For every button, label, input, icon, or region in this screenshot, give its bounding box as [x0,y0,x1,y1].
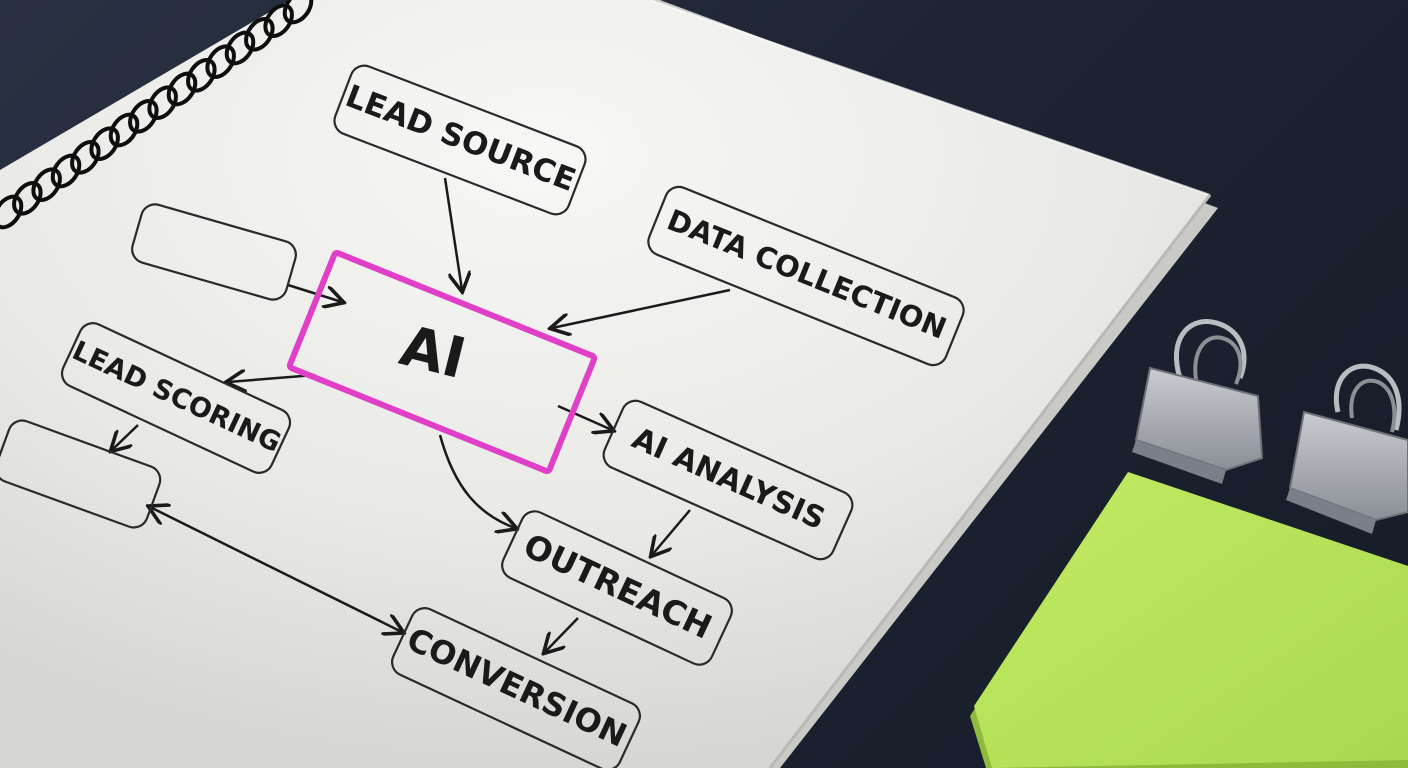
arrow-ai-analysis-to-outreach [652,509,691,555]
node-lead-scoring-box [60,322,292,474]
node-empty-box-bottom [0,419,162,529]
spiral-ring [166,71,198,107]
binder-clip-right [1286,363,1408,534]
binder-clip-left [1132,319,1264,484]
spiral-ring [128,99,159,134]
arrow-data-collection-to-ai [552,288,731,328]
node-conversion-box [391,607,641,768]
connectors [112,177,731,652]
arrow-outreach-to-conversion [545,617,579,652]
spiral-ring [108,112,140,148]
spiral-ring [205,44,236,79]
spiral-ring [89,126,120,161]
spiral-ring [50,153,82,189]
node-boxes [0,64,965,768]
spiral-ring [31,167,62,202]
node-ai-analysis-box [602,399,854,561]
spiral-ring [70,140,101,175]
spiral-ring [244,17,275,52]
node-data-collection-box [647,185,965,367]
spiral-ring [186,58,217,93]
spiral-binding [0,0,314,230]
node-lead-source-box [333,64,587,216]
node-outreach-box [501,510,733,666]
arrow-ai-to-lead-scoring [228,375,316,382]
sticky-note-pad [970,472,1408,768]
node-empty-box-top [131,203,297,301]
arrow-lead-scoring-down [112,424,139,450]
spiral-ring [147,85,178,120]
arrow-empty-box-to-ai [287,283,342,302]
arrow-conversion-bidirectional [150,507,402,632]
spiral-ring [224,30,256,66]
label-ai: AI [394,313,472,392]
spiral-ring [282,0,314,25]
arrow-lead-source-to-ai [443,177,462,290]
node-ai-box [286,249,598,475]
spiral-ring [12,181,43,216]
spiral-ring [0,194,24,230]
arrow-ai-to-outreach [438,434,515,528]
spiral-ring [263,3,294,38]
arrow-ai-to-ai-analysis [557,404,612,430]
